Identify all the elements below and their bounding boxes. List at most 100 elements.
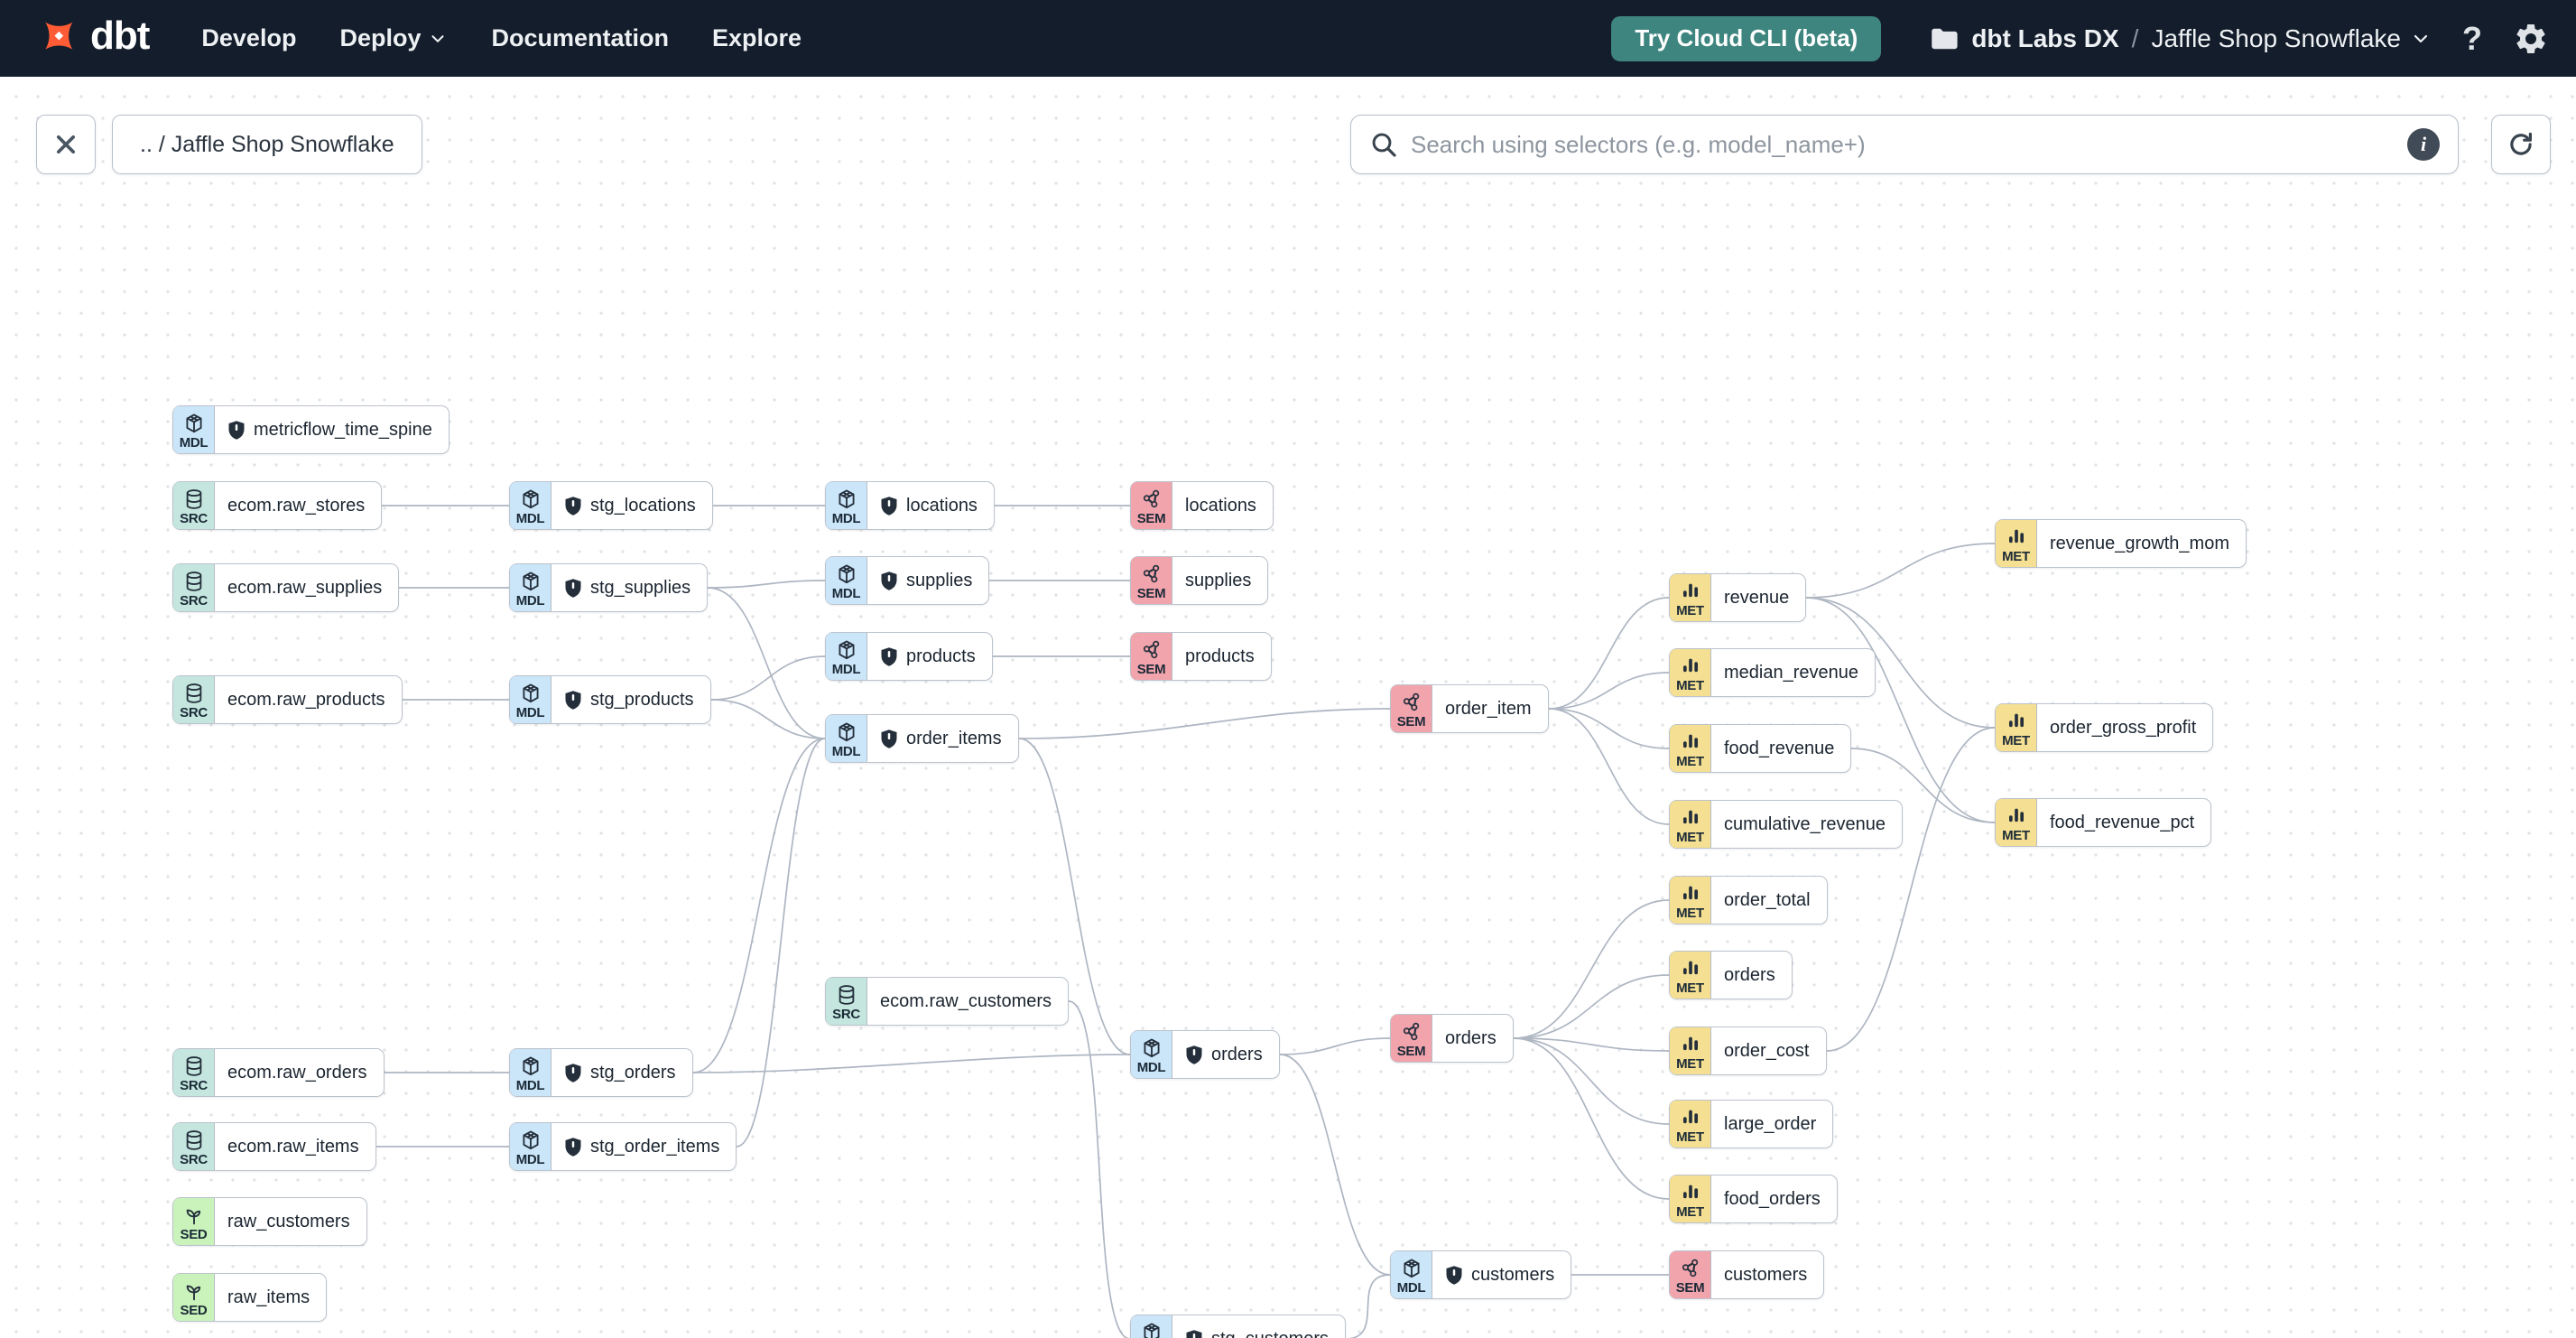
lineage-edge	[1548, 708, 1670, 749]
node-label: stg_supplies	[590, 577, 691, 598]
metric-icon	[1679, 882, 1702, 906]
lineage-edge	[1068, 1000, 1130, 1338]
search-input[interactable]	[1411, 130, 2395, 159]
node-type-label: MDL	[831, 510, 861, 526]
node-type-label: MDL	[831, 743, 861, 759]
semantic-icon	[1140, 488, 1163, 511]
lineage-node-order_item[interactable]: SEM order_item	[1390, 684, 1549, 733]
lineage-node-products[interactable]: SEM products	[1130, 632, 1272, 681]
node-type-label: MET	[1676, 1129, 1704, 1145]
lineage-edge	[1805, 597, 1996, 823]
lineage-edge	[692, 1054, 1131, 1073]
node-type-label: MET	[1676, 677, 1704, 693]
nav-link-documentation[interactable]: Documentation	[491, 24, 669, 51]
nav-link-develop[interactable]: Develop	[201, 24, 297, 51]
node-label: ecom.raw_stores	[227, 495, 366, 516]
lineage-edge	[1513, 1037, 1670, 1125]
nav-link-deploy[interactable]: Deploy	[339, 24, 448, 52]
node-label: revenue_growth_mom	[2050, 533, 2229, 553]
lineage-edge	[1548, 672, 1670, 710]
node-type-label: SEM	[1396, 713, 1426, 729]
node-type-badge: MDL	[826, 633, 867, 680]
close-lineage-button[interactable]	[36, 115, 96, 174]
model-icon	[519, 570, 542, 593]
node-type-badge: SEM	[1131, 633, 1172, 680]
model-icon	[835, 638, 858, 662]
lineage-edge	[1548, 708, 1670, 825]
node-type-badge: SEM	[1391, 685, 1432, 732]
try-cloud-cli-button[interactable]: Try Cloud CLI (beta)	[1611, 15, 1882, 61]
node-label: products	[906, 646, 976, 666]
node-label: order_total	[1724, 889, 1811, 910]
metric-icon	[2005, 710, 2028, 733]
node-type-label: MDL	[515, 510, 545, 526]
node-label: products	[1185, 646, 1255, 666]
lineage-node-locations[interactable]: MDL locations	[825, 481, 995, 530]
breadcrumb[interactable]: .. / Jaffle Shop Snowflake	[112, 115, 422, 174]
model-icon	[519, 682, 542, 705]
nav-link-explore[interactable]: Explore	[712, 24, 802, 51]
dbt-logo[interactable]: dbt	[31, 14, 150, 64]
refresh-button[interactable]	[2491, 115, 2551, 174]
lineage-node-products[interactable]: MDL products	[825, 632, 993, 681]
node-type-label: SRC	[180, 1151, 208, 1167]
node-label: locations	[906, 495, 978, 516]
lineage-edge	[1548, 597, 1670, 710]
lineage-node-large_order[interactable]: MET large_order	[1669, 1100, 1834, 1148]
metric-icon	[1679, 580, 1702, 603]
node-type-badge: MDL	[510, 1123, 551, 1170]
lineage-canvas[interactable]: .. / Jaffle Shop Snowflake i MDLmetricfl…	[0, 77, 2576, 1338]
info-icon[interactable]: i	[2407, 128, 2440, 161]
model-icon	[519, 488, 542, 511]
node-type-badge: MET	[1670, 574, 1711, 621]
project-selector[interactable]: Jaffle Shop Snowflake	[2151, 24, 2432, 53]
settings-button[interactable]	[2513, 21, 2549, 57]
shield-icon	[564, 496, 582, 516]
nav-links: Develop Deploy Documentation Explore	[201, 24, 802, 52]
model-icon	[182, 412, 206, 435]
node-label: large_order	[1724, 1113, 1817, 1134]
node-label: order_gross_profit	[2050, 717, 2197, 738]
model-icon	[1140, 1036, 1163, 1060]
help-button[interactable]: ?	[2462, 20, 2482, 58]
shield-icon	[880, 729, 898, 749]
node-label: order_item	[1445, 698, 1532, 719]
lineage-edge	[1513, 1037, 1670, 1200]
account-name[interactable]: dbt Labs DX	[1971, 23, 2119, 52]
node-label: ecom.raw_products	[227, 689, 385, 710]
